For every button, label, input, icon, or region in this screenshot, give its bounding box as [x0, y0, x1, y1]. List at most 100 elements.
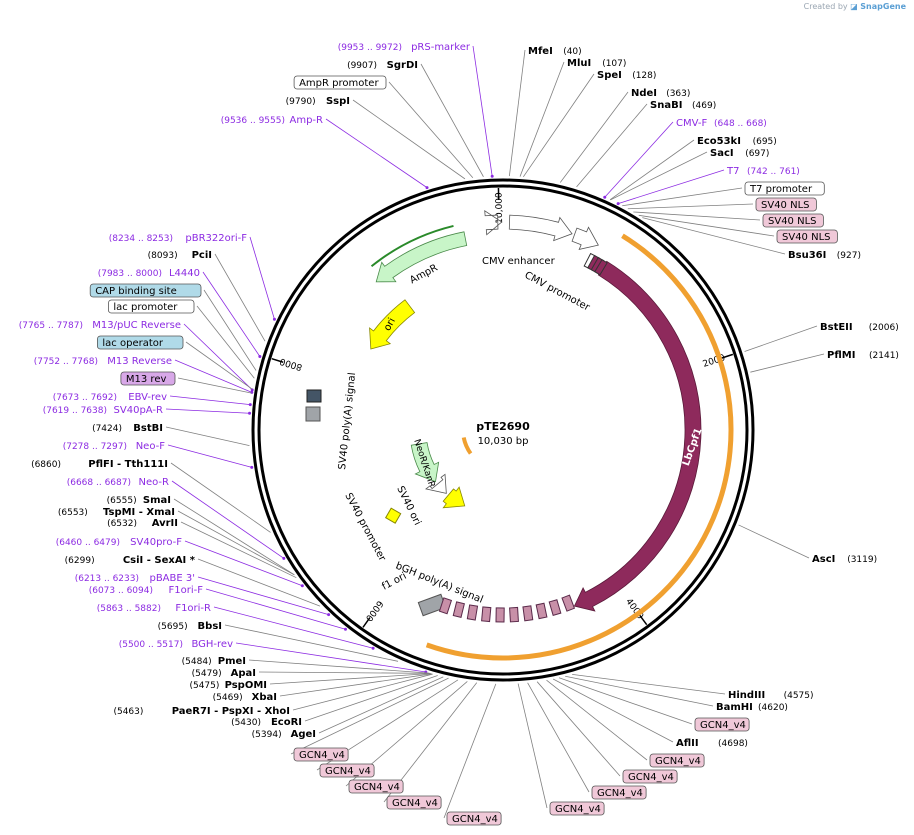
site-position: (5484) — [182, 657, 212, 667]
site-label-saci: SacI(697) — [710, 148, 769, 159]
site-position: (5463) — [113, 707, 143, 717]
label-leader-line — [558, 677, 693, 725]
sv40-ori-feature-block — [384, 507, 402, 524]
label-leader-line — [523, 73, 595, 178]
site-position: (697) — [745, 149, 769, 159]
site-label-bsu36i: Bsu36I(927) — [788, 250, 861, 261]
enzyme-name: Eco53kI — [697, 136, 741, 147]
label-leader-line — [177, 377, 252, 394]
site-position: (469) — [692, 101, 716, 111]
enzyme-name: EcoRI — [271, 717, 302, 728]
primer-binding-mark — [616, 202, 620, 206]
gcn4-feature-block — [481, 606, 492, 623]
site-label-snabi: SnaBI(469) — [650, 100, 716, 111]
snapgene-credit: Created by ◪ SnapGene — [804, 2, 906, 11]
gcn4-feature-block — [535, 602, 548, 620]
gcn4-feature-block — [495, 607, 505, 623]
gcn4-feature-block — [466, 604, 479, 621]
primer-name: Neo-F — [136, 441, 166, 452]
label-leader-line — [183, 323, 253, 391]
site-position: (107) — [602, 59, 626, 69]
site-position: (5430) — [231, 718, 261, 728]
feature-label-text: SV40 NLS — [768, 216, 817, 227]
feature-label-text: GCN4_v4 — [452, 814, 498, 825]
cmv-enhancer-label: CMV enhancer — [482, 256, 556, 267]
label-leader-line — [290, 677, 449, 755]
label-leader-line — [279, 673, 432, 697]
label-leader-line — [472, 45, 493, 177]
site-label-bgh-rev: BGH-rev(5500 .. 5517) — [119, 639, 233, 650]
enzyme-name: SmaI — [143, 495, 171, 506]
gcn4-feature-block — [522, 605, 534, 622]
label-leader-line — [325, 118, 428, 188]
primer-name: L4440 — [169, 268, 200, 279]
enzyme-name: PflMI — [827, 350, 855, 361]
site-position: (9790) — [286, 97, 316, 107]
feature-label-text: lac operator — [102, 338, 163, 349]
site-position: (9953 .. 9972) — [338, 43, 402, 53]
feature-label-box — [591, 785, 647, 800]
site-label-sspi: SspI(9790) — [286, 96, 350, 107]
plasmid-backbone — [251, 178, 755, 682]
site-label-l4440: L4440(7983 .. 8000) — [98, 268, 200, 279]
site-label-sv40-nls: SV40 NLS — [762, 213, 824, 228]
site-position: (4575) — [784, 691, 814, 701]
site-label-paer7i-pspxi-xhoi: PaeR7I - PspXI - XhoI(5463) — [113, 706, 290, 717]
site-position: (5394) — [252, 730, 282, 740]
label-leader-line — [167, 444, 252, 468]
neokan-feature-arrow — [410, 442, 440, 483]
site-position: (2006) — [869, 323, 899, 333]
label-leader-line — [318, 676, 444, 734]
ori-feature-arrow — [369, 299, 416, 350]
label-leader-line — [224, 624, 399, 662]
feature-label-box — [120, 371, 176, 386]
label-leader-line — [213, 606, 374, 649]
label-leader-line — [235, 642, 426, 673]
site-position: (6555) — [107, 496, 137, 506]
site-label-prs-marker: pRS-marker(9953 .. 9972) — [338, 42, 471, 53]
label-leader-line — [552, 678, 674, 743]
gcn4-feature-block — [509, 606, 519, 623]
cmv-promoter-feature-arrow — [571, 226, 599, 250]
gcn4-feature-block — [561, 594, 576, 612]
site-label-tspmi-xmai: TspMI - XmaI(6553) — [58, 507, 175, 518]
gcn4-feature-block — [438, 597, 453, 615]
site-label-lac-promoter: lac promoter — [108, 299, 195, 314]
label-leader-line — [527, 682, 590, 793]
site-label-smai: SmaI (6555) — [107, 495, 171, 506]
site-position: (6668 .. 6687) — [67, 478, 131, 488]
label-leader-line — [248, 659, 430, 674]
site-label-t7-promoter: T7 promoter — [744, 181, 825, 196]
site-position: (927) — [837, 251, 861, 261]
site-position: (648 .. 668) — [714, 119, 767, 129]
site-position: (40) — [563, 47, 581, 57]
label-leader-line — [169, 395, 251, 406]
primer-name: pBR322ori-F — [185, 233, 247, 244]
site-position: (6073 .. 6094) — [89, 586, 153, 596]
f1ori-feature-arrow — [442, 486, 466, 509]
label-leader-line — [196, 305, 255, 379]
site-label-sv40pa-r: SV40pA-R(7619 .. 7638) — [43, 405, 163, 416]
primer-name: pBABE 3' — [149, 573, 195, 584]
primer-name: Amp-R — [290, 115, 324, 126]
site-label-pcii: PciI(8093) — [148, 250, 212, 261]
feature-label-text: GCN4_v4 — [628, 772, 674, 783]
label-leader-line — [180, 521, 297, 579]
site-label-gcn4-v4: GCN4_v4 — [319, 763, 375, 778]
label-leader-line — [744, 325, 818, 352]
label-leader-line — [627, 203, 754, 210]
site-position: (7752 .. 7768) — [34, 357, 98, 367]
enzyme-name: BbsI — [198, 621, 222, 632]
label-leader-line — [165, 426, 250, 447]
enzyme-name: MluI — [567, 58, 591, 69]
label-leader-line — [536, 681, 621, 777]
label-leader-line — [633, 211, 761, 221]
label-leader-line — [185, 341, 253, 390]
neokan-orf-line — [461, 437, 473, 455]
feature-label-box — [694, 717, 750, 732]
site-position: (8234 .. 8253) — [109, 234, 173, 244]
plasmid-size: 10,030 bp — [478, 436, 529, 447]
primer-binding-mark — [425, 186, 429, 190]
feature-label-box — [446, 811, 502, 826]
